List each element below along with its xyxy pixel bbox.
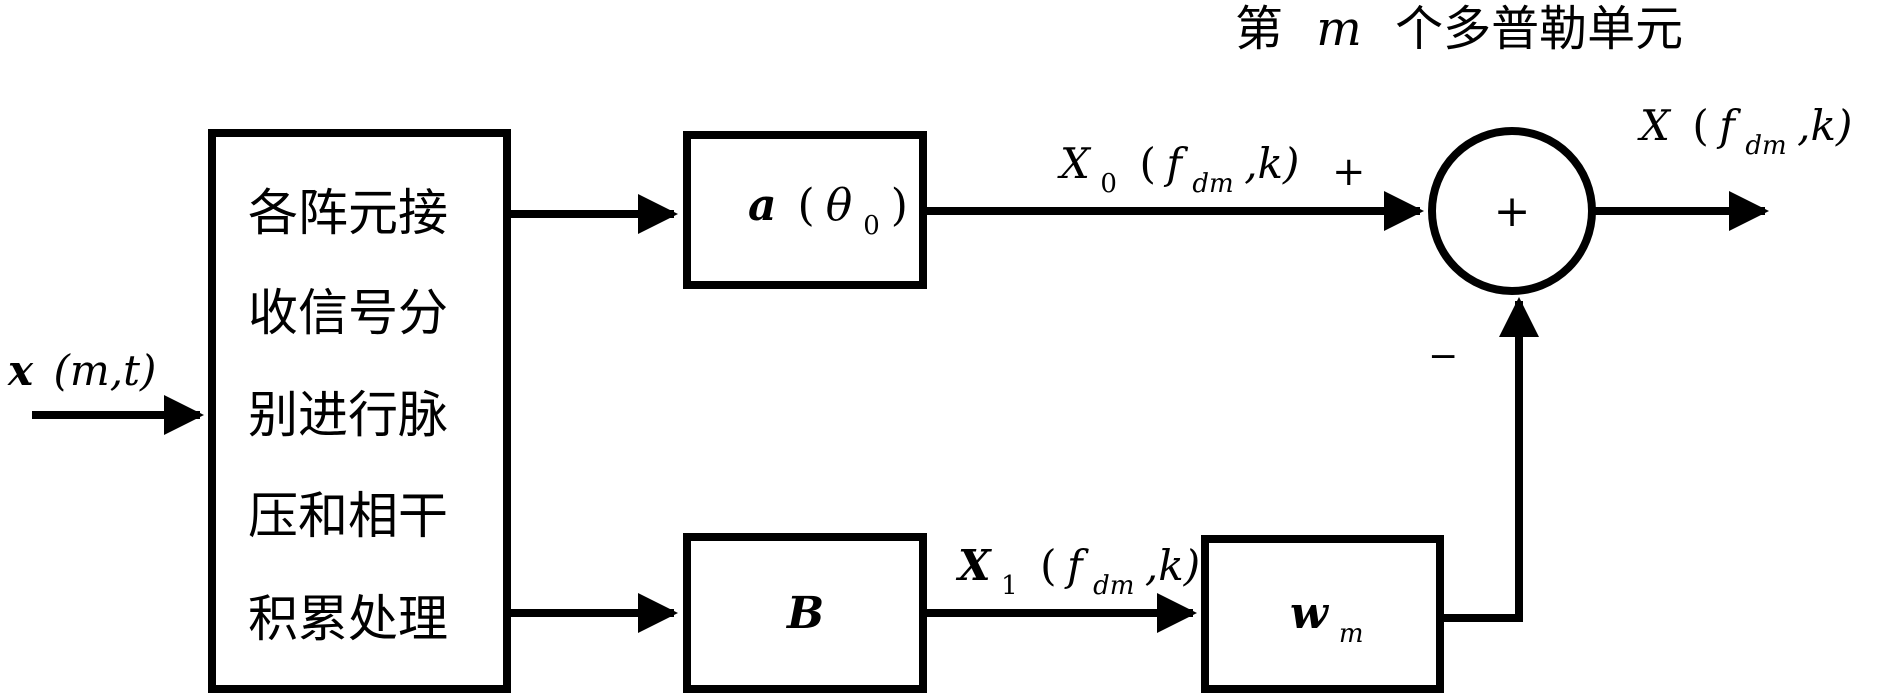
blocking-matrix-label: B: [785, 588, 824, 639]
processor-box: [208, 129, 511, 693]
output-label: X ( f dm ,k): [1637, 101, 1852, 164]
plus-sign: +: [1332, 149, 1366, 195]
steering-vector-label: a ( θ 0 ): [748, 180, 908, 244]
x0-rest: ,k): [1244, 139, 1299, 188]
input-var: x: [7, 346, 34, 395]
processor-line-5: 积累处理: [248, 590, 448, 648]
title-prefix: 第: [1235, 1, 1283, 57]
x1-rest: ,k): [1145, 541, 1200, 590]
processor-line-3: 别进行脉: [248, 386, 448, 444]
weight-vector-box: [1201, 535, 1444, 693]
x1-f: f: [1064, 541, 1089, 590]
input-label: x (m,t): [7, 346, 156, 395]
output-var: X: [1637, 101, 1672, 150]
x1-sub: 1: [1001, 571, 1018, 601]
x0-signal-label: X 0 ( f dm ,k): [1057, 139, 1299, 202]
x0-f: f: [1163, 139, 1188, 188]
x1-signal-label: X 1 ( f dm ,k): [955, 541, 1200, 604]
processor-line-4: 压和相干: [248, 487, 448, 545]
steering-paren-open: (: [798, 180, 815, 231]
output-f: f: [1716, 101, 1741, 150]
summer-symbol: +: [1494, 186, 1531, 237]
x0-var: X: [1057, 139, 1092, 188]
title-var: m: [1316, 1, 1362, 57]
x0-f-sub: dm: [1192, 169, 1233, 199]
title-suffix: 个多普勒单元: [1395, 1, 1683, 57]
input-args: (m,t): [54, 346, 157, 395]
output-f-sub: dm: [1745, 131, 1786, 161]
weight-to-summer-arrow: [1440, 297, 1539, 622]
weight-vector-label: w m: [1290, 588, 1364, 649]
blocking-matrix-box: [683, 533, 927, 693]
steering-paren-close: ): [891, 180, 908, 231]
minus-sign: −: [1428, 336, 1458, 377]
steering-arg-sub: 0: [863, 211, 880, 241]
x1-var: X: [955, 541, 992, 590]
steering-var: a: [748, 180, 777, 231]
weight-var: w: [1290, 588, 1330, 639]
x0-sub: 0: [1100, 169, 1117, 199]
x1-f-sub: dm: [1093, 571, 1134, 601]
processor-box-text: 各阵元接 收信号分 别进行脉 压和相干 积累处理: [248, 184, 448, 648]
weight-sub: m: [1339, 619, 1364, 649]
steering-arg: θ: [826, 180, 853, 231]
processor-line-1: 各阵元接: [248, 184, 448, 242]
output-rest: ,k): [1797, 101, 1852, 150]
processor-line-2: 收信号分: [248, 284, 448, 342]
diagram-title: 第 m 个多普勒单元: [1235, 1, 1683, 57]
